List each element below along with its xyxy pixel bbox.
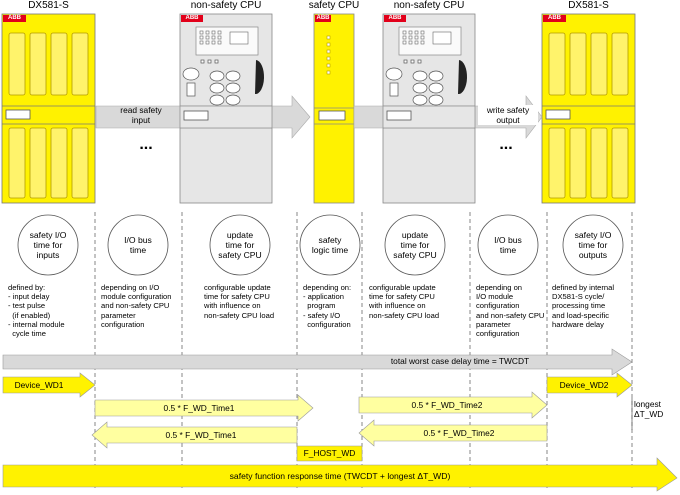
f-wd-time2-label-a: 0.5 * F_WD_Time2 [411, 400, 483, 410]
longest-dt-wd-label: longest ΔT_WD [634, 399, 664, 419]
total-delay-arrow [2, 348, 633, 376]
column-title: update time for safety CPU [218, 229, 262, 261]
column-description: depending on I/O module configuration an… [476, 283, 545, 339]
column-title: I/O bus time [494, 234, 522, 255]
circle-io-outputs [562, 214, 624, 276]
response-time-arrow [2, 457, 678, 492]
circle-io-bus-2 [477, 214, 539, 276]
abb-logo-icon [543, 15, 566, 22]
ellipsis-right: ... [499, 136, 513, 153]
column-title: update time for safety CPU [393, 229, 437, 261]
abb-logo-icon [3, 15, 26, 22]
circle-io-bus-1 [107, 214, 169, 276]
read-safety-input-label: read safety input [120, 105, 162, 125]
display-panel [195, 26, 259, 56]
label-slot [5, 109, 31, 120]
column-description: configurable update time for safety CPU … [369, 283, 440, 320]
device-wd2-arrow [546, 372, 633, 398]
total-delay-label: total worst case delay time = TWCDT [390, 356, 530, 366]
response-time-label: safety function response time (TWCDT + l… [229, 471, 451, 481]
column-description: defined by: - input delay - test pulse (… [8, 283, 65, 339]
f-wd-time2-back-arrow [358, 419, 548, 447]
column-description: configurable update time for safety CPU … [204, 283, 275, 320]
module-safety-cpu [313, 13, 355, 204]
column-title: safety I/O time for inputs [29, 229, 67, 261]
display-panel [398, 26, 462, 56]
logo-text: ABB [316, 15, 330, 21]
f-wd-time1-back-arrow [91, 421, 298, 449]
label-slot [545, 109, 571, 120]
f-host-wd-box [296, 445, 363, 462]
f-wd-time2-label-b: 0.5 * F_WD_Time2 [423, 428, 495, 438]
logo-text: ABB [548, 15, 561, 21]
logo-text: ABB [388, 15, 402, 21]
header-dx581s-left: DX581-S [28, 0, 69, 11]
f-wd-time1-forward-arrow [94, 394, 314, 422]
key-switch-icon [458, 60, 468, 95]
ellipsis-left: ... [139, 136, 153, 153]
logo-text: ABB [8, 15, 21, 21]
header-dx581s-right: DX581-S [568, 0, 609, 11]
f-wd-time1-label-b: 0.5 * F_WD_Time1 [165, 430, 237, 440]
abb-logo-icon [181, 15, 203, 22]
time-circles [17, 214, 624, 276]
device-wd1-arrow [2, 372, 96, 398]
header-cpu-2: non-safety CPU [393, 0, 465, 11]
header-safety-cpu: safety CPU [308, 0, 360, 11]
column-description: depending on I/O module configuration an… [101, 283, 172, 329]
f-wd-time2-forward-arrow [358, 391, 548, 419]
device-wd2-label: Device_WD2 [559, 380, 609, 390]
f-wd-time1-label-a: 0.5 * F_WD_Time1 [163, 403, 235, 413]
write-safety-output-label: write safety output [478, 105, 538, 125]
circle-update-1 [209, 214, 271, 276]
circle-io-inputs [17, 214, 79, 276]
f-host-wd-label: F_HOST_WD [303, 448, 356, 458]
module-dx581s-right [541, 13, 636, 204]
device-wd1-label: Device_WD1 [14, 380, 64, 390]
abb-logo-icon [315, 15, 331, 22]
column-separators [94, 212, 633, 488]
module-dx581s-left [1, 13, 96, 204]
label-slot [318, 110, 346, 121]
abb-logo-icon [384, 15, 406, 22]
circle-safety-logic [299, 214, 361, 276]
column-title: safety logic time [311, 234, 349, 255]
circle-update-2 [384, 214, 446, 276]
column-description: depending on: - application program - sa… [303, 283, 352, 329]
column-description: defined by internal DX581-S cycle/ proce… [552, 283, 615, 329]
logo-text: ABB [185, 15, 199, 21]
key-switch-icon [255, 60, 265, 95]
column-title: safety I/O time for outputs [574, 229, 612, 261]
column-title: I/O bus time [124, 234, 152, 255]
header-cpu-1: non-safety CPU [190, 0, 262, 11]
